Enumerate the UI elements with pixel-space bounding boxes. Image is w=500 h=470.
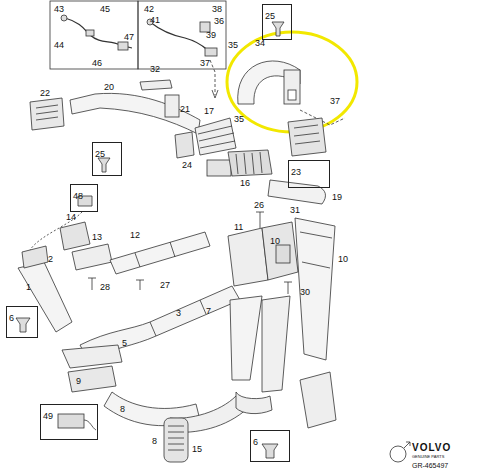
callout-number: 35 — [228, 40, 238, 50]
callout-number: 30 — [300, 287, 310, 297]
callout-number: 6 — [251, 436, 260, 448]
callout-number: 3 — [176, 308, 181, 318]
callout-number: 15 — [192, 444, 202, 454]
callout-number: 2 — [48, 254, 53, 264]
callout-number: 36 — [214, 16, 224, 26]
callout-number: 37 — [330, 96, 340, 106]
callout-number: 35 — [234, 114, 244, 124]
callout-number: 25 — [263, 10, 277, 22]
callout-number: 44 — [54, 40, 64, 50]
callout-box: 25 — [262, 4, 292, 40]
callout-number: 5 — [122, 338, 127, 348]
callout-number: 20 — [104, 82, 114, 92]
callout-number: 48 — [71, 190, 85, 202]
inset-frame — [50, 1, 138, 69]
callout-number: 13 — [92, 232, 102, 242]
callout-number: 31 — [290, 205, 300, 215]
callout-box: 6 — [6, 306, 38, 338]
callout-number: 10 — [338, 254, 348, 264]
callout-number: 46 — [92, 58, 102, 68]
callout-number: 6 — [7, 312, 16, 324]
callout-number: 17 — [204, 106, 214, 116]
callout-number: 19 — [332, 192, 342, 202]
callout-number: 47 — [124, 32, 134, 42]
callout-number: 39 — [206, 30, 216, 40]
callout-number: 8 — [120, 404, 125, 414]
callout-number: 43 — [54, 4, 64, 14]
brand-text: GENUINE PARTS — [412, 454, 444, 459]
callout-number: 41 — [150, 15, 160, 25]
highlight-ring — [227, 32, 357, 132]
brand-text: GR-465497 — [412, 462, 448, 470]
callout-number: 21 — [180, 104, 190, 114]
callout-number: 7 — [206, 306, 211, 316]
callout-number: 11 — [234, 222, 243, 232]
inset-frame — [138, 1, 226, 69]
callout-number: 45 — [100, 4, 110, 14]
callout-box: 6 — [250, 430, 290, 462]
callout-number: 24 — [182, 160, 192, 170]
callout-number: 22 — [40, 88, 50, 98]
callout-number: 26 — [254, 200, 264, 210]
callout-box: 49 — [40, 404, 98, 440]
callout-number: 37 — [200, 58, 210, 68]
callout-number: 42 — [144, 4, 154, 14]
callout-number: 8 — [152, 436, 157, 446]
callout-box: 25 — [92, 142, 122, 176]
callout-number: 49 — [41, 410, 55, 422]
callout-number: 25 — [93, 148, 107, 160]
callout-box: 48 — [70, 184, 98, 212]
callout-number: 10 — [270, 236, 280, 246]
brand-text: VOLVO — [412, 443, 451, 453]
callout-number: 32 — [150, 64, 160, 74]
callout-number: 12 — [130, 230, 140, 240]
callout-number: 14 — [66, 212, 76, 222]
callout-number: 9 — [76, 376, 81, 386]
callout-box: 23 — [288, 160, 330, 188]
callout-number: 23 — [289, 166, 303, 178]
callout-number: 38 — [212, 4, 222, 14]
callout-number: 16 — [240, 178, 250, 188]
callout-number: 28 — [100, 282, 110, 292]
callout-number: 27 — [160, 280, 170, 290]
callout-number: 1 — [26, 282, 31, 292]
